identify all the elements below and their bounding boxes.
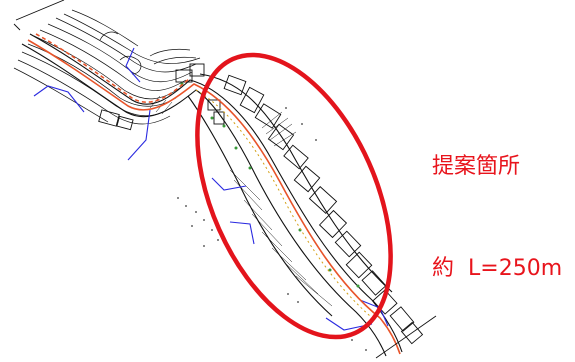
proposal-title: 提案箇所 [432, 154, 521, 179]
vegetation-marks [180, 82, 360, 288]
proposal-length: 約 L=250m [432, 252, 562, 286]
proposal-area-ellipse [195, 52, 393, 340]
boundary-lines [33, 47, 389, 331]
sheet-edges [13, 0, 437, 359]
road-edges [21, 33, 403, 357]
hatching [149, 95, 333, 307]
length-prefix: 約 [432, 256, 455, 281]
length-value: L=250m [468, 256, 563, 281]
survey-points [177, 107, 367, 351]
building-footprints [98, 63, 424, 345]
proposal-callout: 提案箇所 約 L=250m [432, 82, 562, 320]
road-centerline [27, 33, 401, 355]
